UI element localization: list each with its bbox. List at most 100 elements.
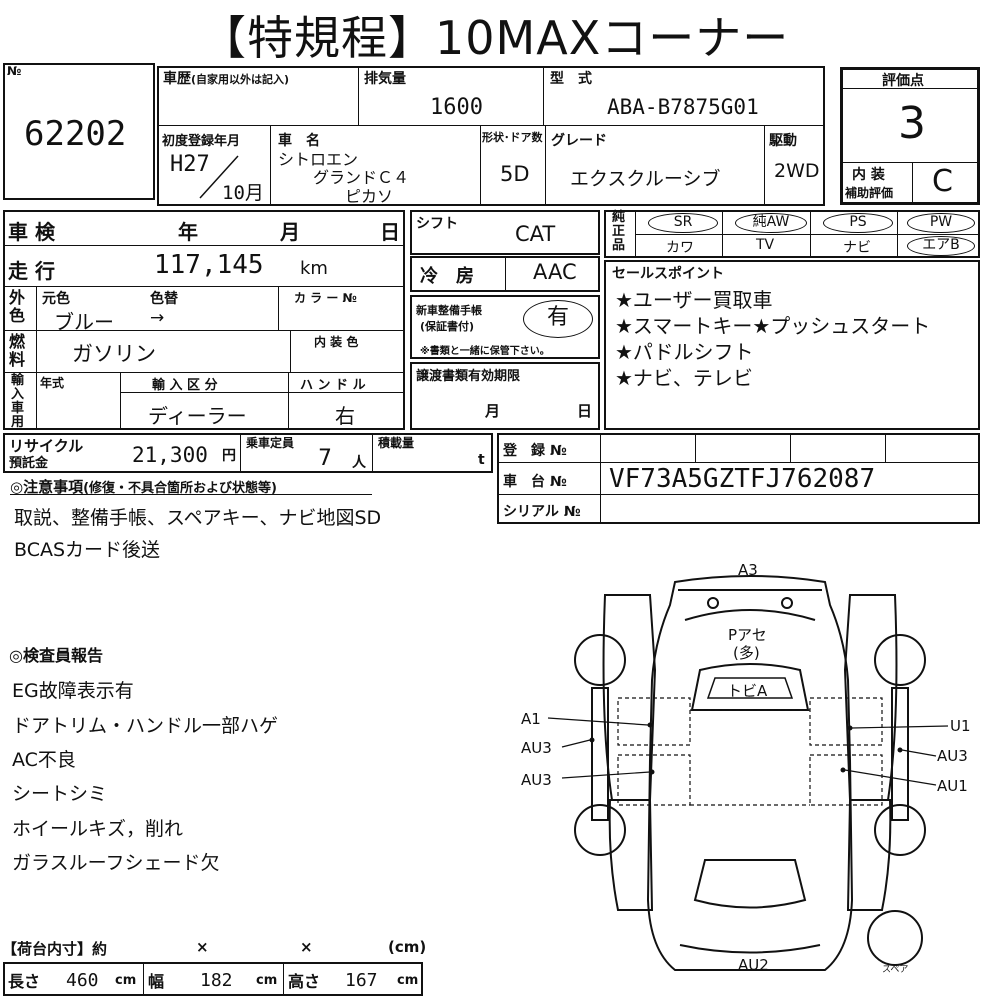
rating-label: 評価点 bbox=[882, 73, 924, 89]
inspection-box bbox=[3, 210, 405, 430]
inspector-line: シートシミ bbox=[12, 783, 108, 805]
handle-value: 右 bbox=[335, 404, 355, 428]
cargo-height: 167 bbox=[345, 970, 378, 991]
sales-points-box bbox=[604, 260, 980, 430]
color-no-label: カ ラ ー № bbox=[294, 291, 357, 305]
cargo-cm: cm bbox=[256, 973, 278, 988]
car-name-line1: シトロエン bbox=[278, 150, 359, 169]
inspector-line: ドアトリム・ハンドル一部ハゲ bbox=[12, 715, 279, 737]
inspector-line: EG故障表示有 bbox=[12, 680, 134, 702]
doors-value: 5D bbox=[500, 162, 530, 186]
car-name-line2: グランドＣ４ bbox=[313, 168, 410, 187]
chassis-no: VF73A5GZTFJ762087 bbox=[609, 464, 876, 494]
rating-box bbox=[840, 67, 980, 205]
drive-value: 2WD bbox=[774, 160, 820, 182]
diagram-right-label: AU1 bbox=[937, 777, 968, 795]
inspector-label: ◎検査員報告 bbox=[9, 646, 103, 665]
load-label: 積載量 bbox=[378, 436, 415, 450]
lot-number: 62202 bbox=[24, 114, 127, 154]
transfer-label: 譲渡書類有効期限 bbox=[416, 369, 521, 384]
doors-label: 形状･ドア数 bbox=[482, 131, 543, 144]
recycle-label1: リサイクル bbox=[9, 437, 84, 455]
diagram-roof-label: Pアセ bbox=[728, 626, 767, 644]
change-color: → bbox=[150, 308, 165, 328]
diagram-left-label: AU3 bbox=[521, 739, 552, 757]
grade-value: エクスクルーシブ bbox=[570, 168, 721, 190]
cargo-height-label: 高さ bbox=[288, 972, 321, 991]
rating-score: 3 bbox=[898, 98, 926, 149]
notes-line: BCASカード後送 bbox=[14, 539, 161, 561]
original-color-label: 元色 bbox=[42, 291, 70, 307]
chassis-no-label: 車 台 № bbox=[503, 474, 567, 490]
inspection-month: 月 bbox=[280, 220, 300, 244]
interior-label-1: 内 装 bbox=[852, 167, 885, 183]
fuel-label: 燃料 bbox=[9, 332, 26, 369]
inspector-line: AC不良 bbox=[12, 749, 76, 771]
handle-label: ハ ン ド ル bbox=[300, 378, 366, 393]
import-year-label: 年式 bbox=[40, 376, 65, 390]
inspection-day: 日 bbox=[380, 220, 400, 244]
maintenance-note: ※書類と一緒に保管下さい。 bbox=[420, 346, 550, 357]
recycle-box bbox=[3, 433, 493, 473]
drive-label: 駆動 bbox=[769, 133, 797, 149]
cargo-length: 460 bbox=[66, 970, 99, 991]
interior-label-2: 補助評価 bbox=[845, 186, 894, 200]
diagram-left-label: AU3 bbox=[521, 771, 552, 789]
transfer-box bbox=[410, 362, 600, 430]
serial-no-label: シリアル № bbox=[503, 504, 581, 520]
import-label: 輸入車用 bbox=[11, 373, 25, 430]
inspection-year: 年 bbox=[178, 220, 198, 244]
diagram-left-label: A1 bbox=[521, 710, 541, 728]
spec-box bbox=[157, 66, 825, 206]
equip-tv: TV bbox=[756, 237, 775, 253]
shift-box bbox=[410, 210, 600, 255]
ac-value: AAC bbox=[533, 260, 577, 284]
model-label: 型 式 bbox=[550, 71, 592, 87]
sales-point: ★スマートキー★プッシュスタート bbox=[615, 314, 931, 338]
inspection-label: 車 検 bbox=[8, 220, 55, 244]
displacement-value: 1600 bbox=[430, 95, 483, 120]
notes-label: ◎注意事項(修復・不具合箇所および状態等) bbox=[10, 478, 277, 496]
diagram-windshield-label: トビA bbox=[727, 682, 768, 700]
mileage-label: 走 行 bbox=[8, 259, 55, 283]
diagram-right-label: AU3 bbox=[937, 747, 968, 765]
equip-sr: SR bbox=[648, 213, 718, 233]
cargo-width: 182 bbox=[200, 970, 233, 991]
fuel-value: ガソリン bbox=[72, 342, 156, 366]
car-name-line3: ピカソ bbox=[345, 187, 394, 206]
equip-airbag: エアB bbox=[907, 236, 975, 256]
maintenance-label1: 新車整備手帳 bbox=[416, 304, 482, 317]
equip-pw: PW bbox=[907, 213, 975, 233]
import-type-label: 輸 入 区 分 bbox=[152, 378, 218, 393]
cargo-x2: × bbox=[300, 938, 313, 956]
sales-point: ★パドルシフト bbox=[615, 340, 754, 364]
equip-navi: ナビ bbox=[843, 240, 871, 256]
cargo-x1: × bbox=[196, 938, 209, 956]
capacity-value: 7 bbox=[318, 446, 332, 471]
sales-point: ★ナビ、テレビ bbox=[615, 366, 753, 390]
model-value: ABA-B7875G01 bbox=[607, 95, 759, 119]
registration-box bbox=[497, 433, 980, 524]
diagram-roof-sub: (多) bbox=[733, 644, 760, 662]
first-reg-month: 10月 bbox=[222, 182, 264, 204]
first-reg-label: 初度登録年月 bbox=[162, 134, 241, 149]
maintenance-box bbox=[410, 295, 600, 359]
diagram-spare-label: スペア bbox=[882, 965, 909, 975]
cargo-box bbox=[3, 962, 423, 996]
equip-ps: PS bbox=[823, 213, 893, 233]
equip-leather: カワ bbox=[666, 240, 694, 256]
grade-label: グレード bbox=[551, 133, 607, 149]
capacity-unit: 人 bbox=[352, 455, 366, 471]
mileage-unit: km bbox=[300, 258, 328, 279]
inspector-line: ガラスルーフシェード欠 bbox=[12, 852, 220, 874]
sales-point: ★ユーザー買取車 bbox=[615, 288, 773, 312]
recycle-unit: 円 bbox=[222, 448, 236, 464]
diagram-bottom-label: AU2 bbox=[738, 956, 769, 974]
notes-line: 取説、整備手帳、スペアキー、ナビ地図SD bbox=[14, 507, 382, 529]
original-color: ブルー bbox=[54, 310, 114, 334]
diagram-top-label: A3 bbox=[738, 561, 758, 579]
car-damage-diagram bbox=[547, 575, 949, 971]
exterior-color-label: 外色 bbox=[9, 288, 26, 325]
cargo-unit: (cm) bbox=[388, 938, 427, 956]
equip-alloy-wheel: 純AW bbox=[735, 213, 807, 233]
